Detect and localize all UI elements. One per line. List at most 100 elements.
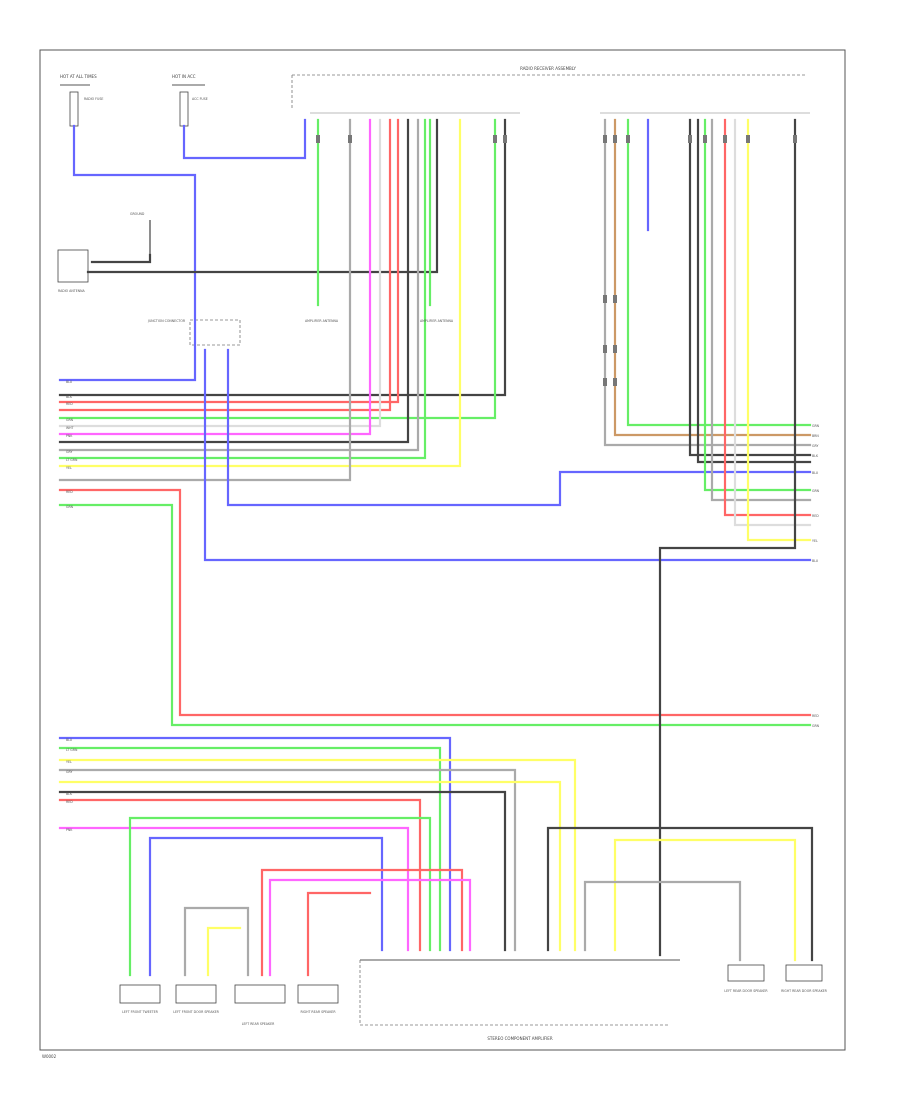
svg-text:BLU: BLU — [812, 471, 819, 475]
svg-text:GRN: GRN — [812, 489, 820, 493]
wire-code-tags-left: BLU BLK RED GRN WHT PNK GRY LT GRN YEL R… — [66, 380, 78, 832]
stereo-component-amplifier: STEREO COMPONENT AMPLIFIER — [359, 959, 680, 1041]
wire-yel-row10 — [58, 118, 462, 468]
svg-text:RED: RED — [812, 514, 819, 518]
right-rear-door-label: RIGHT REAR DOOR SPEAKER — [781, 989, 828, 993]
svg-text:RED: RED — [812, 714, 819, 718]
svg-text:BLK: BLK — [66, 792, 73, 796]
acc-fuse-label: ACC FUSE — [192, 97, 208, 101]
wire-blu-radio-fuse — [58, 124, 197, 382]
wire-blk-r12 — [658, 118, 797, 957]
wire-gry-low4 — [58, 768, 517, 952]
wire-yel-lf-door — [206, 926, 242, 977]
ground-symbol: GROUND — [130, 212, 151, 255]
radio-receiver-label: RADIO RECEIVER ASSEMBLY — [520, 66, 576, 71]
svg-text:PNK: PNK — [66, 434, 73, 438]
wire-blk-r4 — [688, 118, 812, 457]
hot-at-all-times-label: HOT AT ALL TIMES — [60, 74, 97, 79]
speaker-left-front-door: LEFT FRONT DOOR SPEAKER — [173, 984, 220, 1014]
wire-red-rr-speaker — [306, 891, 372, 977]
wire-pnk-row6 — [58, 118, 372, 436]
wire-ltgrn-row9 — [58, 118, 427, 460]
svg-text:GRN: GRN — [66, 505, 74, 509]
wire-wht-r10 — [733, 118, 812, 527]
wires — [58, 118, 814, 977]
connector-ticks — [316, 135, 797, 386]
svg-text:YEL: YEL — [66, 760, 72, 764]
wire-yel-right-tweeter — [613, 838, 797, 962]
svg-text:LT GRN: LT GRN — [66, 748, 78, 752]
speaker-left-front-tweeter: LEFT FRONT TWEETER — [119, 984, 161, 1014]
svg-text:GRY: GRY — [66, 450, 72, 454]
left-front-tweeter-label: LEFT FRONT TWEETER — [122, 1010, 159, 1014]
wire-blk-low6 — [58, 790, 507, 952]
svg-text:BLU: BLU — [66, 738, 73, 742]
wire-blu-lf-tweeter — [148, 836, 384, 977]
svg-text:LT GRN: LT GRN — [66, 458, 78, 462]
svg-text:RED: RED — [66, 402, 73, 406]
speaker-left-rear-door: LEFT REAR DOOR SPEAKER — [724, 964, 768, 993]
svg-text:BLK: BLK — [66, 395, 73, 399]
wire-ltgrn-low2 — [58, 746, 442, 952]
ground-label: GROUND — [130, 212, 145, 216]
fuse-block-acc: HOT IN ACC ACC FUSE — [172, 74, 208, 127]
diagram-frame — [39, 49, 846, 1051]
wire-blk-row1 — [58, 118, 507, 397]
stereo-amplifier-label: STEREO COMPONENT AMPLIFIER — [487, 1036, 552, 1041]
svg-text:GRY: GRY — [66, 770, 72, 774]
wire-blu-junction-1 — [203, 348, 812, 562]
speaker-left-rear: LEFT REAR SPEAKER — [234, 984, 286, 1026]
wire-gry-row8 — [58, 118, 420, 452]
wire-grn-r7 — [703, 118, 812, 492]
left-rear-speaker-label: LEFT REAR SPEAKER — [242, 1022, 275, 1026]
svg-text:YEL: YEL — [66, 466, 72, 470]
radio-antenna: RADIO ANTENNA — [57, 249, 89, 293]
wire-gry-lf-door — [183, 906, 250, 977]
wire-red-lr-speaker — [260, 868, 464, 977]
svg-text:RED: RED — [66, 800, 73, 804]
wire-gry-r8 — [710, 118, 812, 502]
right-rear-speaker-label: RIGHT REAR SPEAKER — [300, 1010, 336, 1014]
wire-gry-right-door — [583, 880, 742, 962]
hot-in-acc-label: HOT IN ACC — [172, 74, 196, 79]
wire-code-tags: GRN BRN GRY BLK BLU GRN RED YEL BLU RED … — [812, 424, 820, 728]
corner-id: W0002 — [42, 1054, 57, 1059]
receiver-pins — [310, 112, 810, 114]
wire-red-low7 — [58, 798, 422, 952]
radio-fuse-label: RADIO FUSE — [84, 97, 103, 101]
left-front-door-label: LEFT FRONT DOOR SPEAKER — [173, 1010, 219, 1014]
svg-text:PNK: PNK — [66, 828, 73, 832]
wire-blu-junction-2 — [226, 348, 812, 507]
svg-text:BLK: BLK — [812, 454, 819, 458]
radio-antenna-label: RADIO ANTENNA — [58, 289, 85, 293]
speaker-right-rear: RIGHT REAR SPEAKER — [297, 984, 339, 1014]
wire-wht-row5 — [58, 118, 382, 428]
wire-gry-row11 — [58, 118, 352, 482]
wire-blk-r5 — [696, 118, 812, 464]
amplifier-antenna-label-2: AMPLIFIER ANTENNA — [420, 319, 454, 323]
wire-yel-low3 — [58, 758, 577, 952]
svg-text:GRN: GRN — [812, 424, 820, 428]
svg-text:YEL: YEL — [812, 539, 818, 543]
wire-grn-row13 — [58, 503, 812, 727]
wire-gry-r3 — [603, 118, 812, 447]
wire-red-row3 — [58, 118, 392, 412]
wire-pnk-lr-speaker — [268, 878, 472, 977]
wire-yel-low5 — [58, 780, 562, 952]
junction-connector-label: JUNCTION CONNECTOR — [147, 319, 186, 323]
amplifier-antenna-label-1: AMPLIFIER ANTENNA — [305, 319, 339, 323]
svg-text:BRN: BRN — [812, 434, 819, 438]
svg-text:GRN: GRN — [66, 418, 74, 422]
wire-blu-acc-fuse — [182, 118, 307, 160]
wire-grn-lf-tweeter — [128, 816, 432, 977]
radio-receiver-assembly: RADIO RECEIVER ASSEMBLY — [291, 66, 810, 114]
wire-yel-r11 — [746, 118, 812, 542]
speaker-right-rear-door: RIGHT REAR DOOR SPEAKER — [781, 964, 828, 993]
wire-blk-right-amp — [546, 826, 814, 962]
svg-text:RED: RED — [66, 490, 73, 494]
svg-text:BLU: BLU — [66, 380, 73, 384]
junction-connector: JUNCTION CONNECTOR — [147, 319, 241, 346]
wire-pnk-low8 — [58, 826, 410, 952]
svg-text:WHT: WHT — [66, 426, 74, 430]
